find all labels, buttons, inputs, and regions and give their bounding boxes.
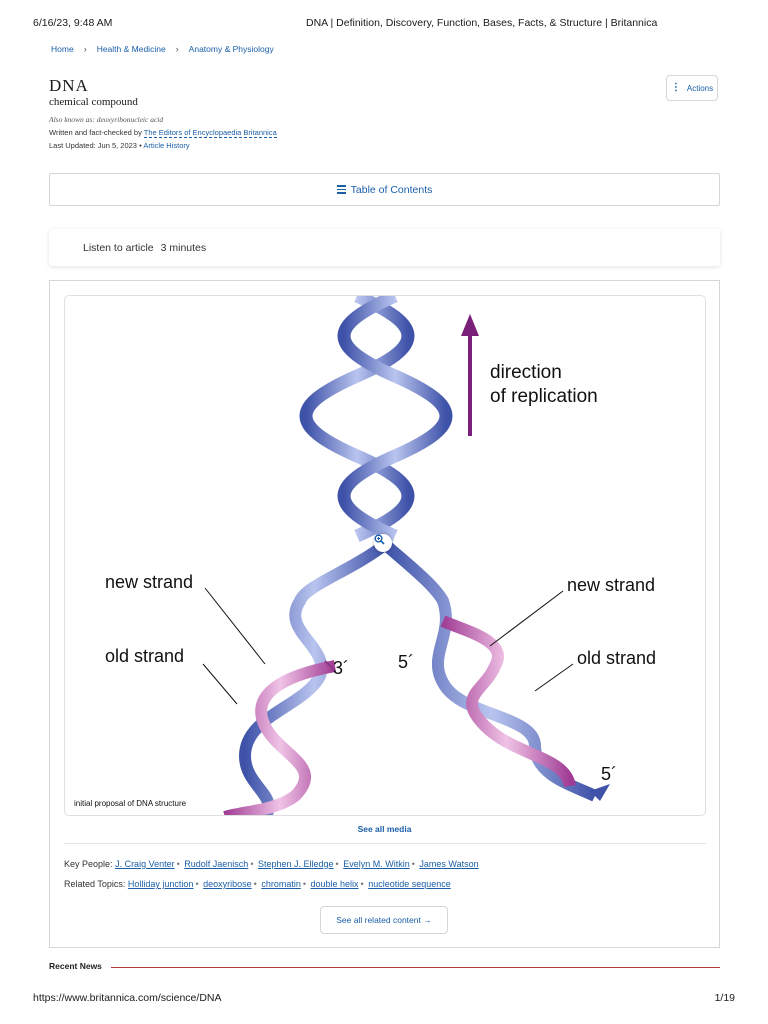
byline-prefix: Written and fact-checked by — [49, 128, 142, 137]
direction-label-line1: direction — [490, 362, 562, 383]
three-prime-label: 3´ — [333, 658, 349, 678]
actions-button[interactable]: ⋮ Actions — [666, 75, 718, 101]
key-person-link[interactable]: James Watson — [419, 859, 479, 869]
direction-arrow — [461, 314, 479, 436]
related-topic-link[interactable]: chromatin — [261, 879, 301, 889]
related-topics-label: Related Topics: — [64, 879, 126, 889]
key-person-link[interactable]: J. Craig Venter — [115, 859, 175, 869]
breadcrumb-anatomy-physiology[interactable]: Anatomy & Physiology — [188, 44, 274, 54]
key-person-link[interactable]: Stephen J. Elledge — [257, 859, 334, 869]
listen-duration: 3 minutes — [160, 241, 207, 254]
key-people: Key People: J. Craig Venter• Rudolf Jaen… — [64, 859, 479, 869]
print-page-title: DNA | Definition, Discovery, Function, B… — [306, 17, 658, 29]
dna-replication-figure[interactable]: direction of replication new strand old … — [64, 295, 706, 816]
also-known-as: Also known as: deoxyribonucleic acid — [49, 115, 164, 124]
direction-label-line2: of replication — [490, 386, 598, 407]
recent-news-rule — [111, 967, 720, 968]
print-date: 6/16/23, 9:48 AM — [33, 17, 113, 29]
print-page-number: 1/19 — [714, 992, 735, 1004]
key-person-link[interactable]: Evelyn M. Witkin — [343, 859, 410, 869]
label-leader-lines — [202, 587, 574, 705]
listen-label: Listen to article — [83, 241, 154, 254]
breadcrumb-health-medicine[interactable]: Health & Medicine — [96, 44, 166, 54]
key-people-label: Key People: — [64, 859, 113, 869]
bullet-separator: • — [139, 141, 142, 150]
old-strand-left-label: old strand — [105, 646, 184, 666]
figure-caption: initial proposal of DNA structure — [72, 798, 189, 809]
recent-news-heading: Recent News — [49, 961, 102, 971]
five-prime-right-label: 5´ — [601, 764, 617, 784]
page-subtitle: chemical compound — [49, 96, 138, 108]
article-history-link[interactable]: Article History — [143, 141, 190, 150]
related-topics: Related Topics: Holliday junction• deoxy… — [64, 879, 451, 889]
chevron-right-icon: › — [175, 44, 179, 54]
breadcrumb-home[interactable]: Home — [51, 44, 74, 54]
related-topic-link[interactable]: double helix — [310, 879, 359, 889]
divider — [64, 843, 706, 844]
toc-label: Table of Contents — [350, 183, 433, 196]
see-all-media-link[interactable]: See all media — [357, 824, 412, 834]
byline: Written and fact-checked by The Editors … — [49, 128, 277, 138]
print-footer: https://www.britannica.com/science/DNA 1… — [33, 992, 735, 1006]
new-strand-left-label: new strand — [105, 572, 193, 592]
actions-label: Actions — [686, 83, 714, 93]
see-all-related-button[interactable]: See all related content → — [320, 906, 448, 934]
right-fork — [383, 541, 610, 802]
related-topic-link[interactable]: nucleotide sequence — [368, 879, 451, 889]
dna-replication-diagram: direction of replication new strand old … — [105, 296, 656, 815]
chevron-right-icon: › — [83, 44, 87, 54]
last-updated: Last Updated: Jun 5, 2023 • Article Hist… — [49, 141, 190, 150]
left-fork — [223, 541, 387, 815]
last-updated-date: Last Updated: Jun 5, 2023 — [49, 141, 137, 150]
author-link[interactable]: The Editors of Encyclopaedia Britannica — [143, 128, 277, 138]
print-url: https://www.britannica.com/science/DNA — [33, 992, 222, 1004]
new-strand-right-label: new strand — [567, 575, 655, 595]
five-prime-mid-label: 5´ — [398, 652, 414, 672]
related-topic-link[interactable]: deoxyribose — [203, 879, 252, 889]
table-of-contents-button[interactable]: Table of Contents — [49, 173, 720, 206]
breadcrumb: Home › Health & Medicine › Anatomy & Phy… — [51, 44, 274, 54]
print-header: 6/16/23, 9:48 AM DNA | Definition, Disco… — [33, 17, 735, 31]
parent-helix — [299, 296, 453, 542]
listen-to-article[interactable]: Listen to article 3 minutes — [49, 229, 720, 266]
list-icon — [336, 185, 346, 194]
zoom-in-icon[interactable] — [374, 534, 392, 552]
key-person-link[interactable]: Rudolf Jaenisch — [184, 859, 249, 869]
related-topic-link[interactable]: Holliday junction — [127, 879, 194, 889]
kebab-menu-icon: ⋮ — [670, 82, 681, 93]
media-panel: direction of replication new strand old … — [49, 280, 720, 948]
page-title: DNA — [49, 76, 89, 95]
old-strand-right-label: old strand — [577, 648, 656, 668]
